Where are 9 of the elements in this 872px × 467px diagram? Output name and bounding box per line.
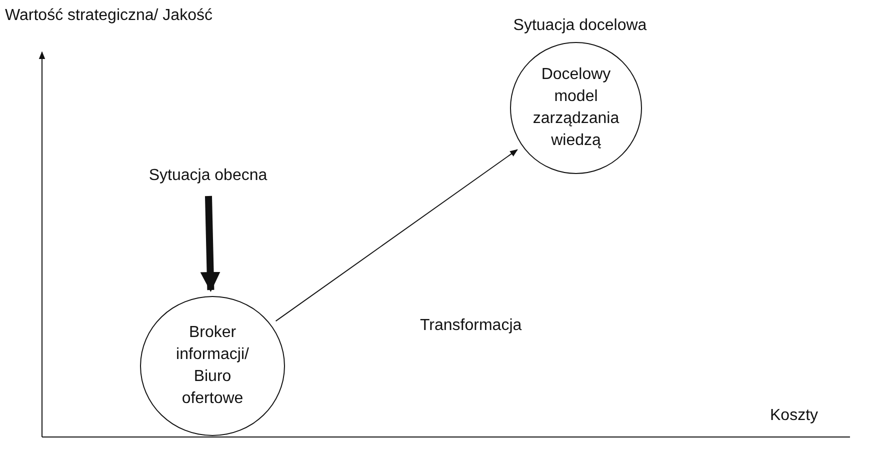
axis-label: Wartość strategiczna/ Jakość [5, 6, 212, 26]
node-text: Broker informacji/ Biuro ofertowe [175, 323, 250, 409]
node-caption: Sytuacja docelowa [512, 16, 648, 36]
node-text: Sytuacja obecna [148, 166, 268, 186]
node-text: Docelowy model zarządzania wiedzą [532, 65, 620, 151]
thick-arrow [200, 196, 220, 292]
axis-label: Koszty [770, 406, 818, 426]
text-label: Transformacja [420, 316, 522, 336]
arrow [275, 149, 518, 322]
